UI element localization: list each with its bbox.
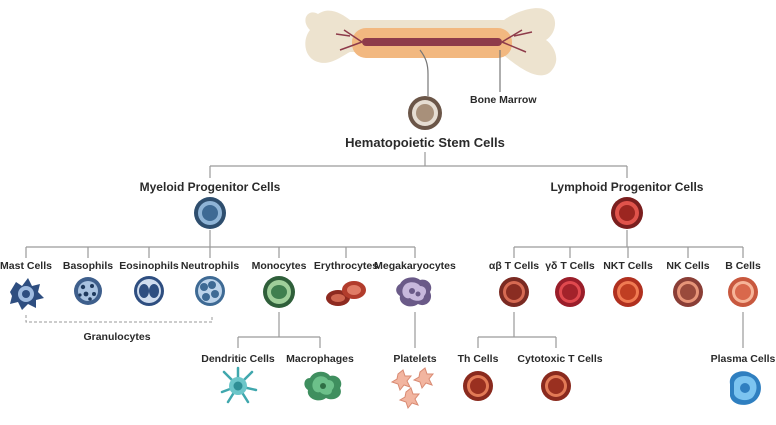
nkt-cells-label: NKT Cells [603,260,653,272]
dendritic-cells-label: Dendritic Cells [201,353,275,365]
b-cells-label: B Cells [725,260,761,272]
b-cell-icon [728,277,758,307]
marrow-vessel [362,38,502,46]
monocyte-icon [263,276,295,308]
bone-pointer-line [419,49,429,96]
neutrophils-label: Neutrophils [181,260,239,272]
stem-cell [408,96,442,130]
cytotoxic-t-cells-label: Cytotoxic T Cells [517,353,602,365]
stem-cell-label: Hematopoietic Stem Cells [345,135,505,150]
eosinophil-icon [134,276,164,306]
monocytes-label: Monocytes [252,260,307,272]
th-cell-icon [463,371,493,401]
megakaryocytes-label: Megakaryocytes [374,260,456,272]
granulocytes-label: Granulocytes [83,331,150,343]
gd-t-cells-label: γδ T Cells [545,260,595,272]
plasma-cells-label: Plasma Cells [711,353,776,365]
nkt-cell-icon [613,277,643,307]
macrophages-label: Macrophages [286,353,354,365]
dendritic-cell-icon [220,366,258,404]
granulocytes-bracket [25,315,213,323]
basophil-icon [74,277,102,305]
erythrocytes-label: Erythrocytes [314,260,378,272]
ab-t-cells-label: αβ T Cells [489,260,539,272]
mast-cell-icon [10,278,44,310]
myeloid-progenitor-label: Myeloid Progenitor Cells [140,180,281,194]
platelets-icon [390,367,435,410]
th-cells-label: Th Cells [458,353,499,365]
mast-cells-label: Mast Cells [0,260,52,272]
basophils-label: Basophils [63,260,113,272]
nk-cell-icon [673,277,703,307]
gd-t-cell-icon [555,277,585,307]
erythrocyte-icon [326,281,366,306]
platelets-label: Platelets [393,353,436,365]
plasma-cell-icon [729,371,761,405]
myeloid-progenitor-cell [194,197,226,229]
macrophage-icon [304,371,342,401]
lymphoid-progenitor-cell [611,197,643,229]
vessel-branches [335,29,533,53]
neutrophil-icon [195,276,225,306]
bone-illustration: Bone Marrow [305,8,557,106]
nk-cells-label: NK Cells [666,260,709,272]
megakaryocyte-icon [396,277,432,307]
connector-lines [25,152,744,348]
eosinophils-label: Eosinophils [119,260,179,272]
cytotoxic-t-cell-icon [541,371,571,401]
lymphoid-progenitor-label: Lymphoid Progenitor Cells [551,180,704,194]
ab-t-cell-icon [499,277,529,307]
bone-marrow-label: Bone Marrow [470,94,537,106]
